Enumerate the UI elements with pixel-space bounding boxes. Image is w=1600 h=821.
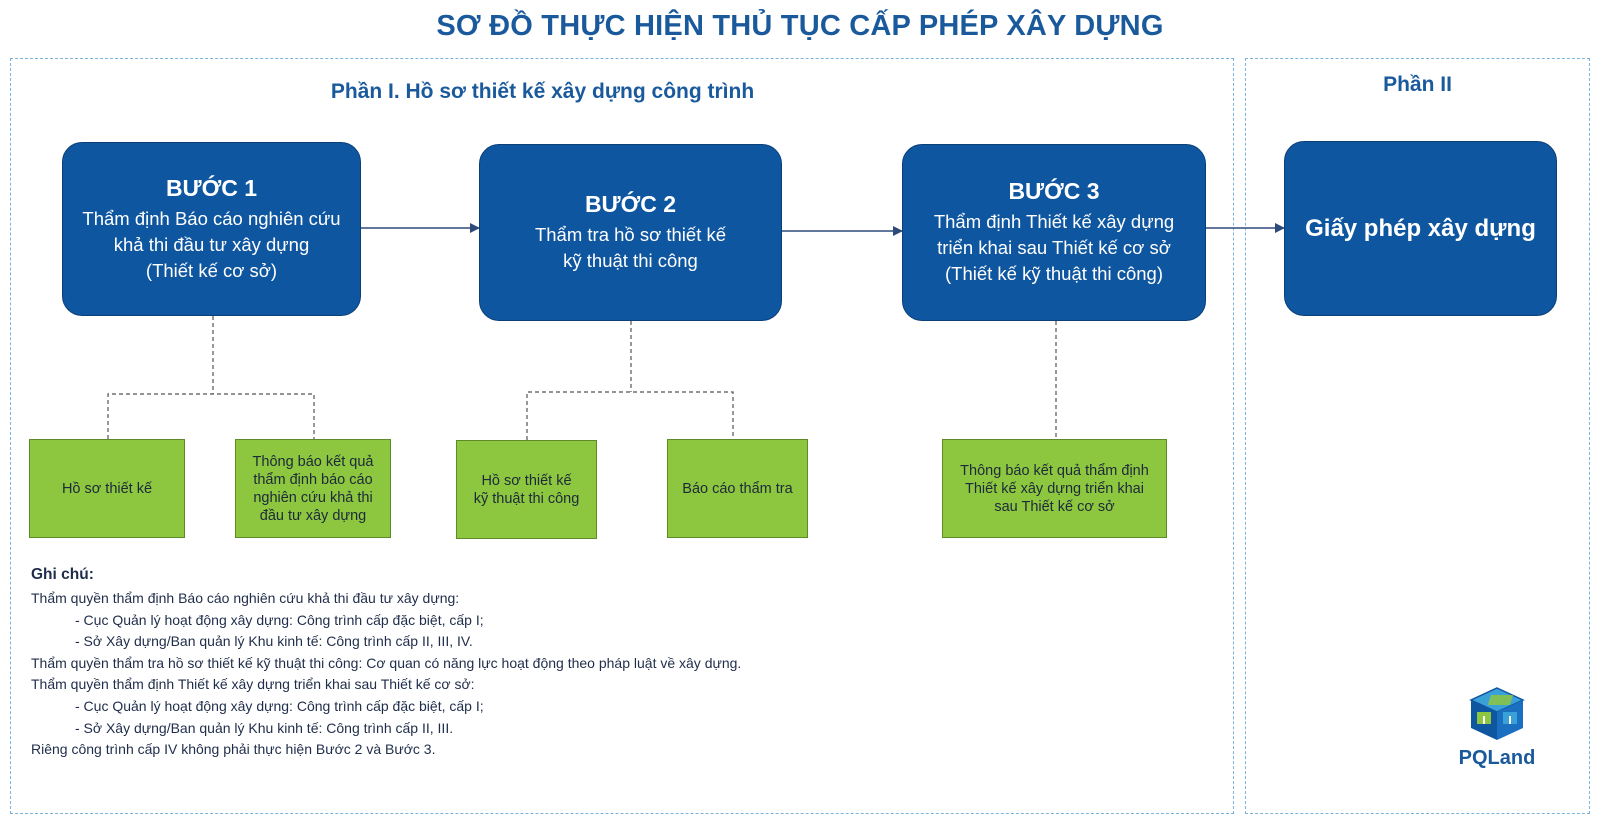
logo-text: PQLand (1458, 747, 1536, 769)
step1-line: Thẩm định Báo cáo nghiên cứu (82, 207, 341, 229)
step3-line: (Thiết kế kỹ thuật thi công) (945, 263, 1163, 284)
doc-technical-design-dossier: Hồ sơ thiết kế kỹ thuật thi công (456, 440, 597, 539)
step2-doc-connectors (526, 321, 734, 440)
note-line: Thẩm quyền thẩm định Báo cáo nghiên cứu … (31, 590, 460, 606)
doc-line: Thông báo kết quả (252, 453, 374, 470)
page-title: SƠ ĐỒ THỰC HIỆN THỦ TỤC CẤP PHÉP XÂY DỰN… (436, 10, 1164, 42)
doc-line: kỹ thuật thi công (473, 490, 580, 507)
step2-heading: BƯỚC 2 (584, 191, 677, 217)
cube-logo-icon (1469, 687, 1525, 740)
note-line: - Sở Xây dựng/Ban quản lý Khu kinh tế: C… (75, 719, 454, 736)
doc-line: thẩm định báo cáo (253, 471, 373, 488)
doc-line: nghiên cứu khả thi (253, 489, 373, 506)
part1-panel (10, 58, 1234, 814)
building-permit-box: Giấy phép xây dựng (1284, 141, 1557, 316)
step2-line: kỹ thuật thi công (563, 250, 698, 271)
step1-doc-connectors (107, 316, 315, 439)
doc-line: sau Thiết kế cơ sở (994, 498, 1115, 515)
doc-line: Hồ sơ thiết kế (61, 480, 153, 497)
step1-heading: BƯỚC 1 (165, 174, 258, 201)
part1-title: Phần I. Hồ sơ thiết kế xây dựng công trì… (330, 80, 755, 103)
building-permit-label: Giấy phép xây dựng (1305, 214, 1536, 242)
note-line: - Sở Xây dựng/Ban quản lý Khu kinh tế: C… (75, 633, 473, 650)
doc-line: Thông báo kết quả thẩm định (960, 462, 1149, 479)
note-line: Thẩm quyền thẩm định Thiết kế xây dựng t… (31, 676, 475, 693)
doc-line: đầu tư xây dựng (259, 507, 367, 524)
doc-feasibility-appraisal-notice: Thông báo kết quả thẩm định báo cáo nghi… (235, 439, 391, 538)
pqland-logo: PQLand (1447, 686, 1547, 770)
step1-box: BƯỚC 1 Thẩm định Báo cáo nghiên cứu khả … (62, 142, 361, 316)
notes-section: Ghi chú: Thẩm quyền thẩm định Báo cáo ng… (31, 566, 741, 761)
doc-design-dossier: Hồ sơ thiết kế (29, 439, 185, 538)
step3-line: Thẩm định Thiết kế xây dựng (933, 211, 1175, 232)
doc-line: Báo cáo thẩm tra (682, 480, 793, 497)
doc-verification-report: Báo cáo thẩm tra (667, 439, 808, 538)
step3-heading: BƯỚC 3 (1008, 178, 1100, 204)
note-line: Riêng công trình cấp IV không phải thực … (31, 741, 436, 758)
step2-box: BƯỚC 2 Thẩm tra hồ sơ thiết kế kỹ thuật … (479, 144, 782, 321)
notes-heading: Ghi chú: (31, 566, 94, 583)
note-line: - Cục Quản lý hoạt động xây dựng: Công t… (75, 697, 484, 714)
note-line: Thẩm quyền thẩm tra hồ sơ thiết kế kỹ th… (31, 654, 742, 671)
step2-line: Thẩm tra hồ sơ thiết kế (534, 224, 727, 245)
note-line: - Cục Quản lý hoạt động xây dựng: Công t… (75, 611, 484, 628)
step1-line: (Thiết kế cơ sở) (145, 259, 278, 281)
step1-line: khả thi đầu tư xây dựng (113, 233, 310, 255)
part2-title: Phần II (1383, 73, 1452, 96)
doc-line: Hồ sơ thiết kế (481, 472, 572, 489)
doc-line: Thiết kế xây dựng triển khai (965, 480, 1144, 497)
doc-design-appraisal-notice: Thông báo kết quả thẩm định Thiết kế xây… (942, 439, 1167, 538)
step3-line: triển khai sau Thiết kế cơ sở (937, 237, 1171, 258)
part2-panel (1245, 58, 1590, 814)
step3-box: BƯỚC 3 Thẩm định Thiết kế xây dựng triển… (902, 144, 1206, 321)
